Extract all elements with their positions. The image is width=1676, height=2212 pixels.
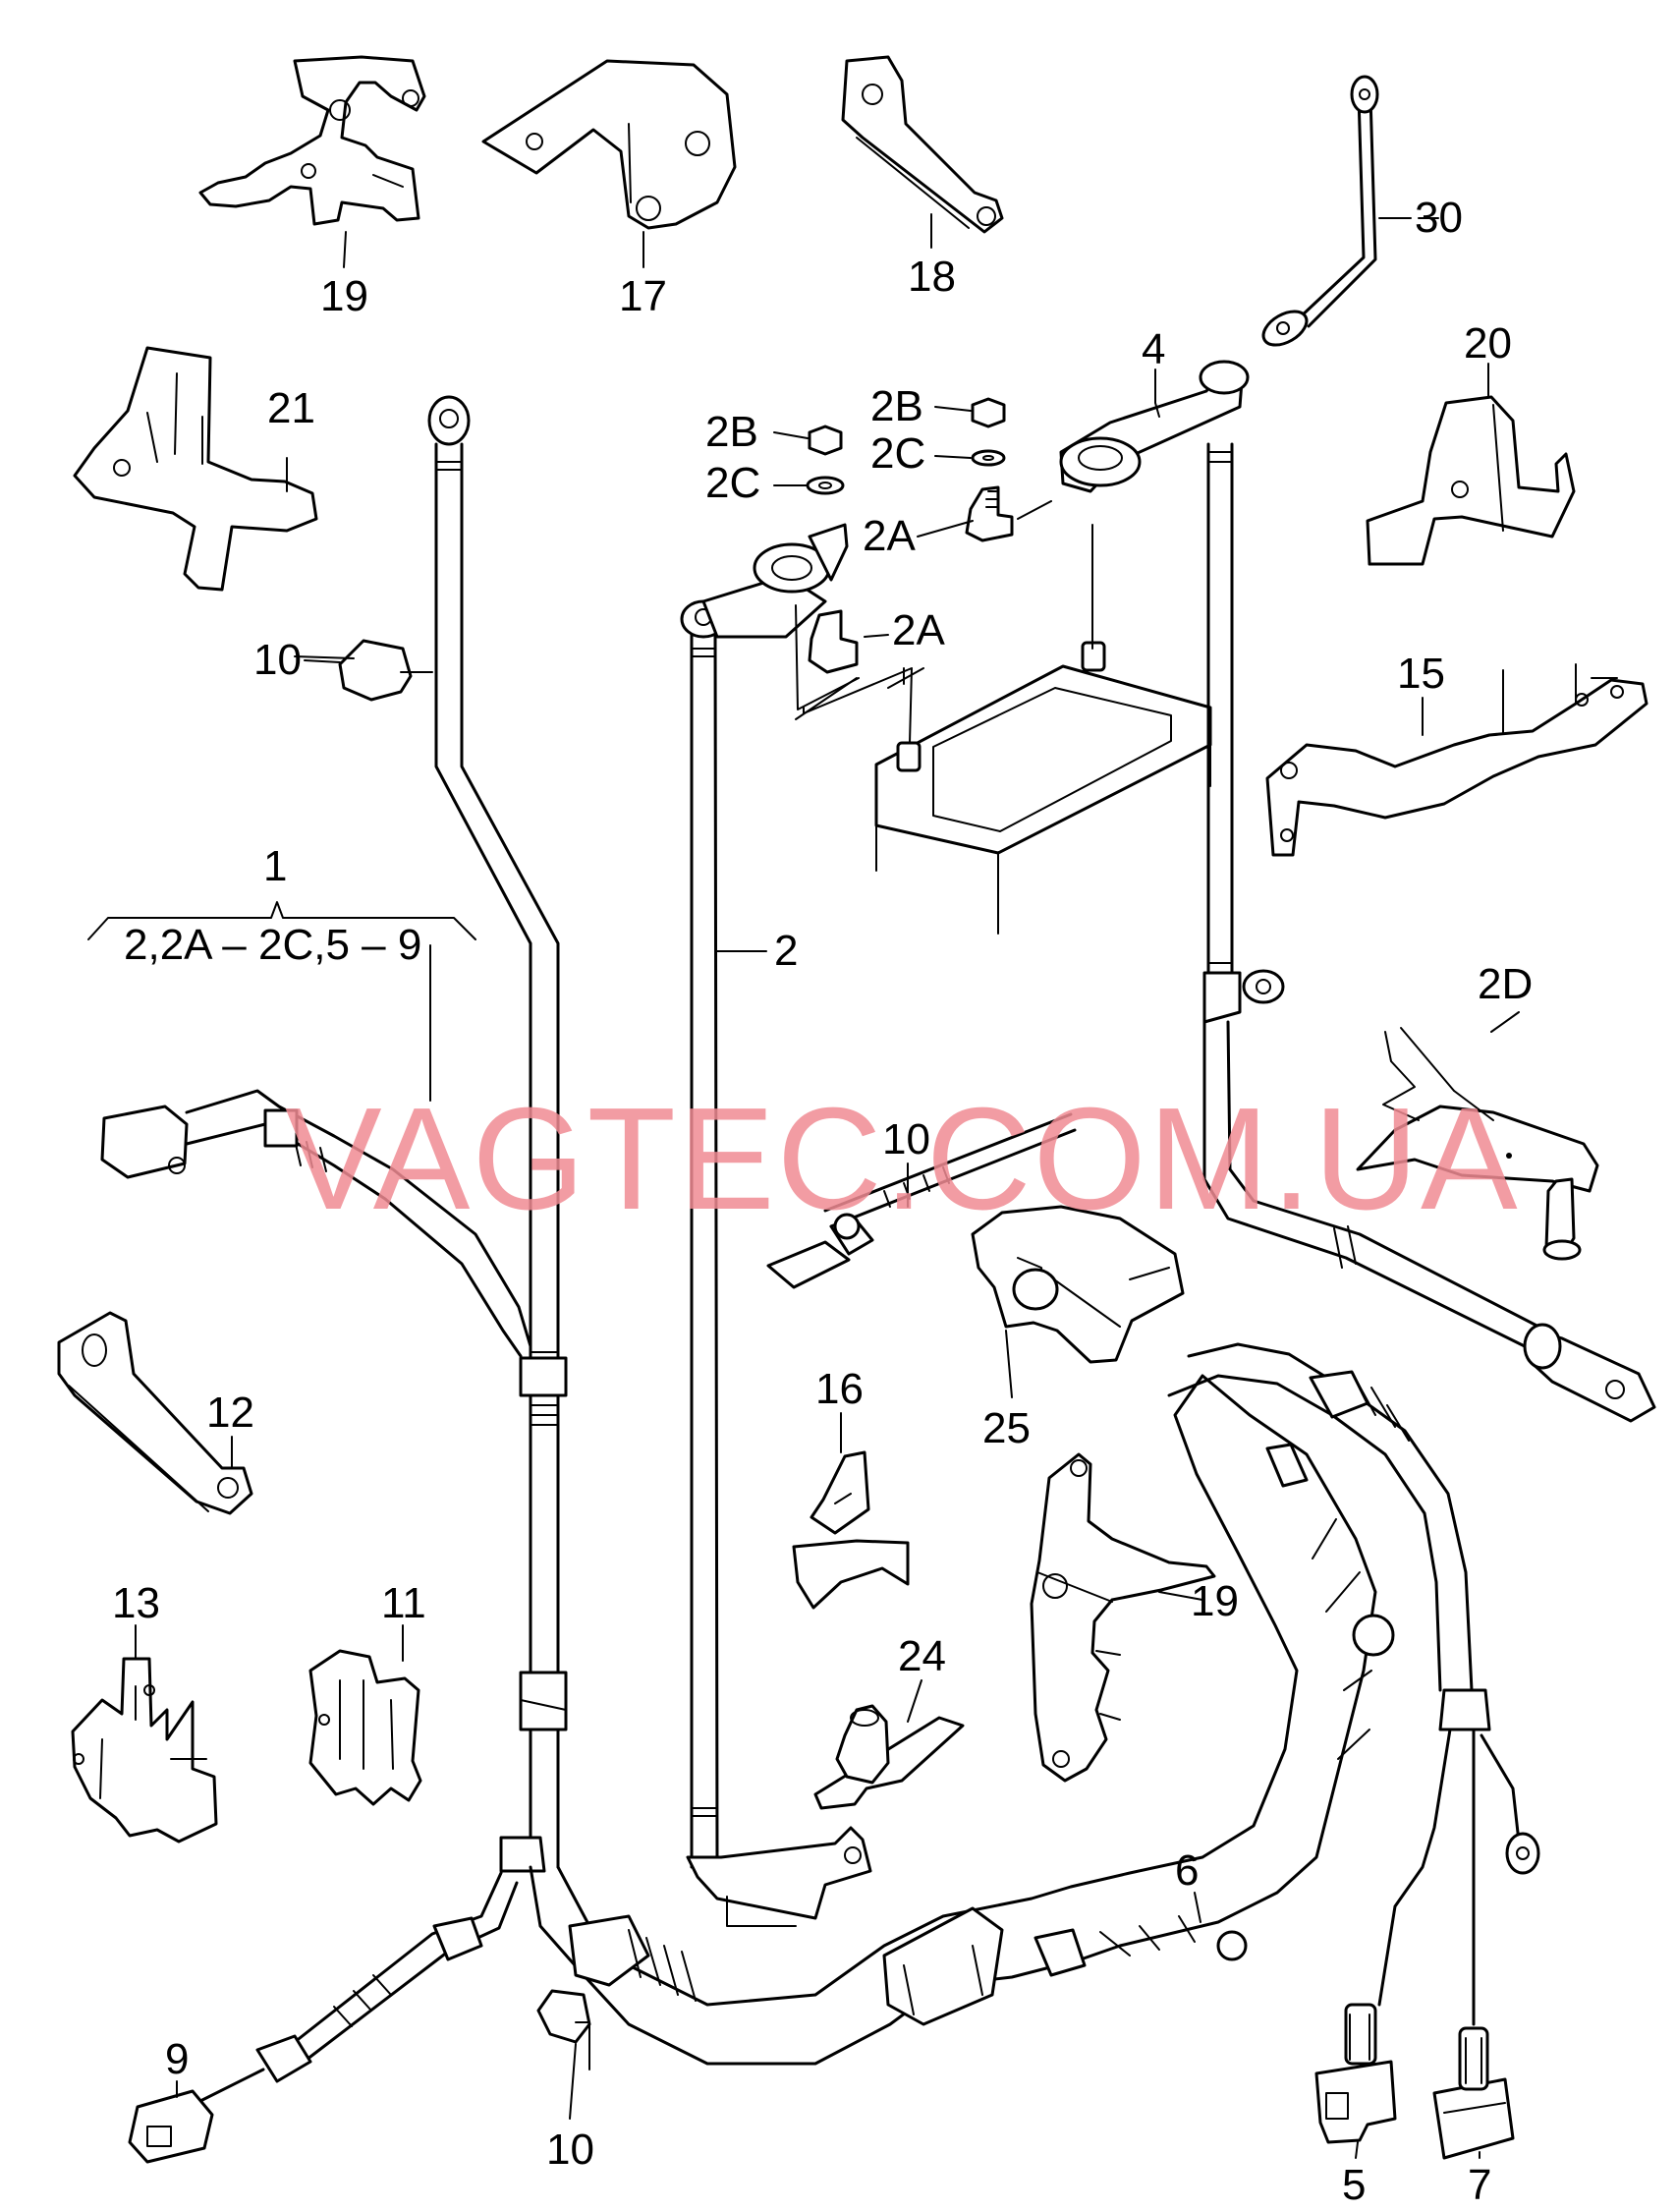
label-15: 15 [1397, 650, 1445, 698]
label-2A-upper: 2A [863, 512, 916, 560]
label-2B-right: 2B [870, 382, 923, 430]
part-20-bracket [1366, 395, 1576, 566]
label-2C-right: 2C [870, 429, 925, 478]
label-10-bottom: 10 [546, 2126, 594, 2174]
part-19-bracket-top [198, 55, 426, 226]
part-10-clip-bottom [536, 1989, 591, 2070]
label-2A-lower: 2A [892, 606, 945, 654]
label-6: 6 [1175, 1846, 1199, 1895]
part-11-bracket [308, 1649, 422, 1806]
label-2C-left: 2C [705, 459, 760, 507]
part-19-bracket-center [1030, 1452, 1216, 1783]
label-10-left: 10 [253, 636, 302, 684]
label-21: 21 [267, 384, 315, 432]
part-10-clip-center [766, 1112, 1077, 1289]
part-5-connector [1314, 2003, 1397, 2144]
part-10-clip-left [294, 639, 433, 702]
label-16: 16 [815, 1365, 864, 1413]
label-1: 1 [263, 842, 287, 890]
part-15-bracket [1265, 663, 1648, 857]
label-13: 13 [112, 1579, 160, 1627]
label-4: 4 [1142, 325, 1165, 373]
part-9-connector [128, 1871, 519, 2164]
part-13-bracket [71, 1657, 218, 1843]
label-11: 11 [381, 1579, 426, 1627]
part-12-bracket [57, 1311, 253, 1515]
label-1-subparts: 2,2A – 2C,5 – 9 [124, 921, 421, 969]
label-2: 2 [774, 927, 798, 975]
part-1-harness-main [427, 395, 1395, 2066]
watermark: VAGTEC.COM.UA [285, 1078, 1520, 1240]
part-2A-bolt-lower [795, 604, 905, 710]
label-5: 5 [1342, 2161, 1366, 2209]
part-6-harness-loop [1167, 1342, 1540, 2026]
callout-labels: 19 17 18 30 21 4 20 2B 2C 2B 2C 2A 2A 10… [112, 194, 1533, 2209]
part-2-battery-cable [680, 523, 872, 1927]
label-1-bracket [87, 901, 476, 1102]
label-30: 30 [1415, 194, 1463, 242]
part-2B-nut-left [808, 425, 843, 456]
part-25-cap [971, 1205, 1185, 1364]
label-24: 24 [898, 1632, 946, 1680]
leader-lines [135, 213, 1520, 2159]
part-2D-cover [1356, 1027, 1599, 1261]
label-2D: 2D [1478, 960, 1533, 1008]
part-7-connector [1432, 2026, 1515, 2160]
label-17: 17 [619, 272, 667, 320]
part-2B-nut-right [971, 397, 1006, 428]
label-9: 9 [165, 2035, 189, 2083]
label-10-center: 10 [882, 1115, 930, 1163]
harness-branch-top-left [100, 1089, 532, 1358]
label-2B-left: 2B [705, 408, 758, 456]
part-2A-bolt-upper [965, 485, 1014, 542]
label-20: 20 [1464, 319, 1512, 368]
label-25: 25 [982, 1404, 1031, 1452]
part-30-ground-strap [1261, 75, 1412, 347]
part-21-bracket [73, 346, 318, 592]
label-19-center: 19 [1191, 1577, 1239, 1625]
label-7: 7 [1468, 2161, 1491, 2209]
part-24-stud [813, 1704, 965, 1810]
part-16-clip [792, 1450, 910, 1610]
label-12: 12 [206, 1389, 254, 1437]
part-18-bracket [841, 55, 1004, 234]
part-4-battery-cable [1059, 360, 1656, 1423]
part-2C-washer-left [806, 476, 845, 495]
part-2C-washer-right [971, 449, 1006, 467]
part-17-bracket [481, 59, 737, 230]
battery [795, 524, 1212, 935]
label-18: 18 [908, 253, 956, 301]
label-19-top: 19 [320, 272, 368, 320]
